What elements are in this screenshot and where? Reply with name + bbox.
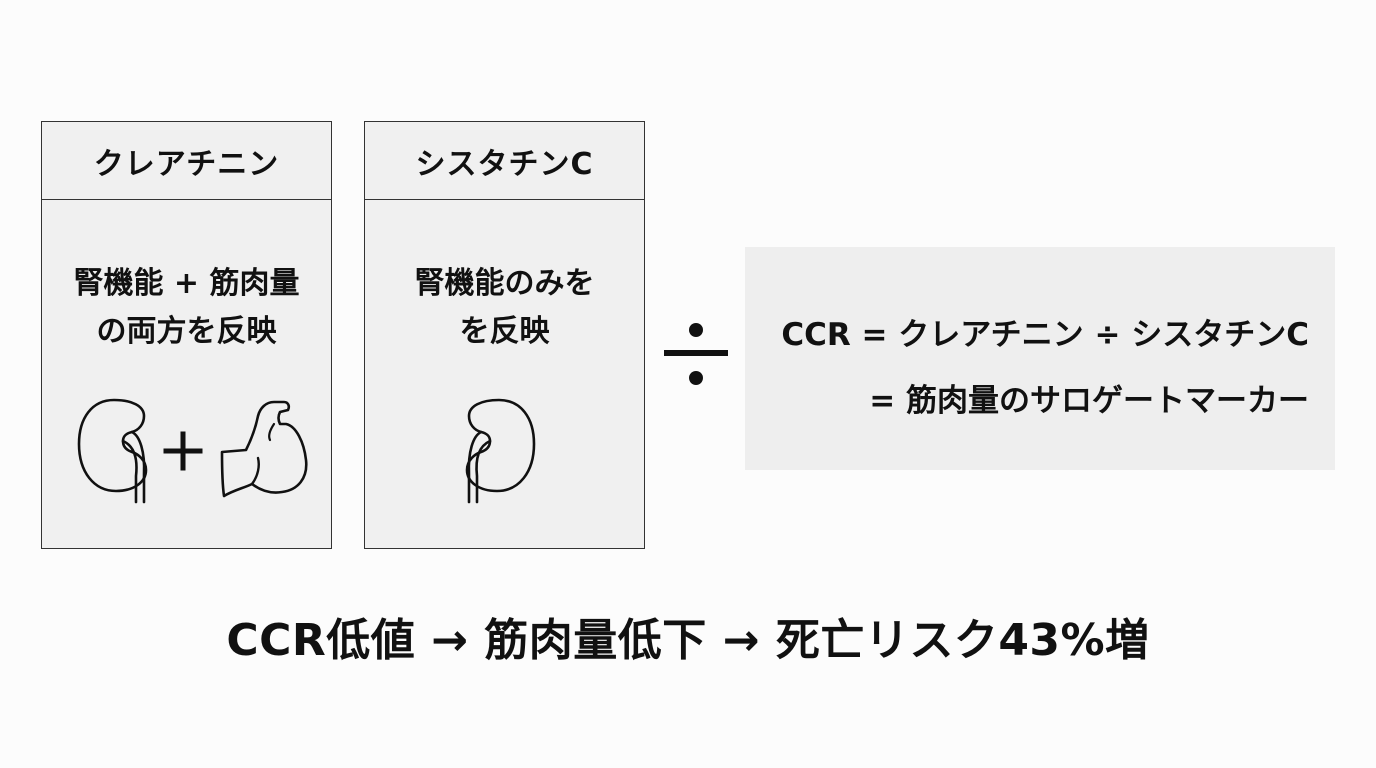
cystatin-c-card-description: 腎機能のみを を反映 [365,260,644,356]
flexed-bicep-icon [220,400,308,498]
creatinine-desc-line-1: 腎機能 + 筋肉量 [73,266,300,301]
conclusion-statement: CCR低値 → 筋肉量低下 → 死亡リスク43%増 [226,615,1150,666]
divide-sign-icon [664,323,728,385]
formula-line-2: = 筋肉量のサロゲートマーカー [869,383,1309,419]
cystatin-c-desc-line-1: 腎機能のみを [414,266,595,301]
cystatin-c-card: シスタチンC 腎機能のみを を反映 [364,121,645,549]
cystatin-c-card-title: シスタチンC [365,122,644,200]
kidney-icon [77,398,148,504]
formula-line-1: CCR = クレアチニン ÷ シスタチンC [781,317,1309,353]
plus-icon [163,431,203,471]
creatinine-desc-line-2: の両方を反映 [96,314,277,349]
cystatin-c-desc-line-2: を反映 [459,314,550,349]
formula-box: CCR = クレアチニン ÷ シスタチンC = 筋肉量のサロゲートマーカー [745,247,1335,470]
creatinine-card-title: クレアチニン [42,122,331,200]
creatinine-card: クレアチニン 腎機能 + 筋肉量 の両方を反映 [41,121,332,549]
creatinine-card-description: 腎機能 + 筋肉量 の両方を反映 [42,260,331,356]
kidney-icon [465,398,536,504]
